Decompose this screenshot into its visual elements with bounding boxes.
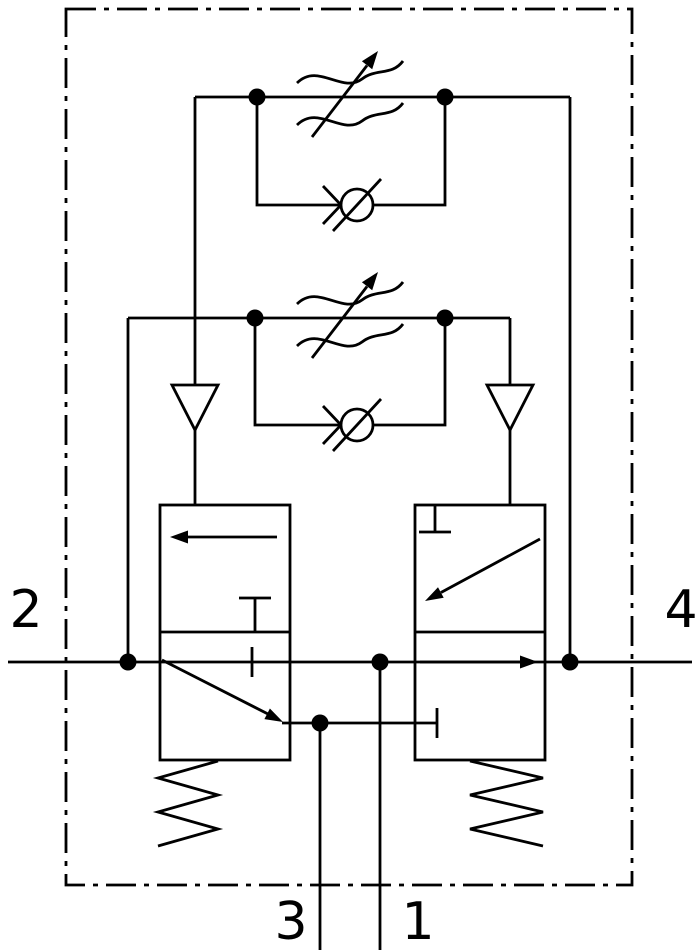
valve-left-blocked-port-top [239, 596, 271, 632]
bypass-line-right [373, 318, 447, 427]
junction-dot [371, 653, 389, 671]
flow-control-valve-upper [193, 51, 572, 662]
throttle-adjust-arrow [310, 64, 369, 138]
pilot-right [484, 383, 536, 505]
throttle-adjust-arrow [310, 285, 369, 359]
bypass-line-right [373, 97, 447, 207]
valve-left-exhaust-arrow [161, 658, 269, 716]
enclosure-boundary [64, 7, 634, 887]
valve-right-flow-arrowhead [520, 655, 538, 669]
junction-dot [561, 653, 579, 671]
return-spring-right-icon [469, 759, 544, 848]
junction-dot [436, 309, 454, 327]
valve-right-exhaust-arrow [440, 537, 541, 594]
junction-dot [436, 88, 454, 106]
valve-right-blocked-port-top [419, 505, 451, 534]
throttle-adjust-arrowhead [361, 51, 378, 70]
check-valve-slash-icon [331, 178, 383, 232]
port-4-label: 4 [664, 580, 697, 640]
junction-dot [311, 714, 329, 732]
pilot-triangle-right-icon [484, 383, 536, 434]
check-valve-seat-icon [321, 405, 343, 445]
bypass-line-left [253, 318, 341, 427]
flow-control-valve-lower [126, 272, 512, 662]
check-valve-seat-icon [321, 185, 343, 225]
port-3-label: 3 [274, 892, 307, 952]
valve-right [413, 503, 547, 848]
check-valve-slash-icon [331, 398, 383, 452]
throttle-adjust-arrowhead [361, 272, 378, 291]
valve-left [152, 503, 292, 848]
throttle-curve-bottom-icon [296, 102, 405, 127]
pilot-triangle-left-icon [169, 383, 221, 434]
junction-dot [246, 309, 264, 327]
junction-dot [248, 88, 266, 106]
return-spring-left-icon [152, 759, 224, 848]
valve-left-exhaust-arrowhead [264, 708, 283, 722]
junction-dot [119, 653, 137, 671]
throttle-curve-bottom-icon [296, 323, 405, 348]
port-2-label: 2 [9, 580, 42, 640]
throttle-curve-top-icon [296, 281, 405, 306]
valve-left-flow-arrowhead [170, 530, 188, 544]
bypass-line-left [255, 97, 341, 207]
port-1-label: 1 [401, 892, 434, 952]
throttle-curve-top-icon [296, 60, 405, 85]
valve-right-exhaust-arrowhead [425, 587, 444, 601]
pilot-left [169, 383, 221, 505]
junction-dots [119, 88, 579, 732]
